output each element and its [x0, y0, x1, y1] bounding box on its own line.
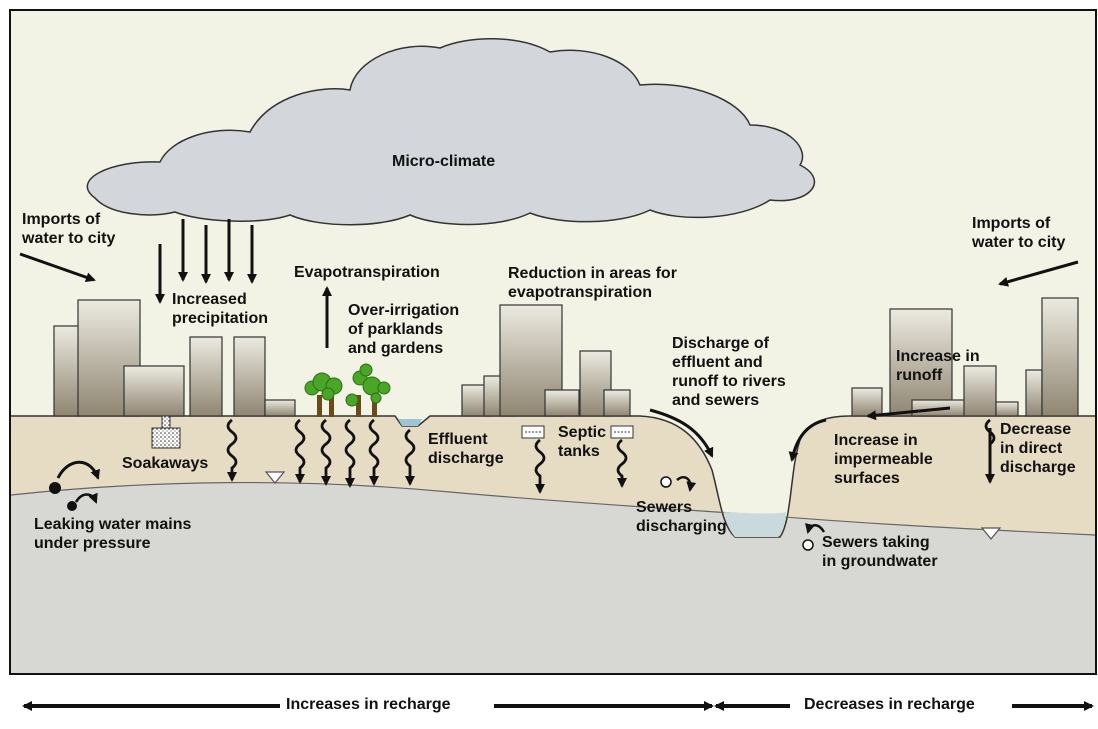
imports-right-label: Imports of water to city — [972, 214, 1065, 252]
label-line: Over-irrigation — [348, 302, 460, 319]
increases-recharge-label: Increases in recharge — [280, 696, 457, 714]
pond-water — [398, 419, 422, 426]
building — [963, 365, 997, 417]
label-line: discharge — [428, 450, 504, 467]
label-line: Sewers — [636, 499, 693, 516]
leak-arrow — [74, 492, 98, 504]
building — [1041, 297, 1079, 417]
label-line: runoff — [896, 367, 943, 384]
sewer-infiltration-arrow — [805, 523, 826, 534]
label-line: tanks — [558, 443, 600, 460]
label-line: in groundwater — [822, 553, 938, 570]
label-line: water to city — [22, 230, 116, 247]
label-line: Imports of — [22, 211, 101, 228]
water-main-icon — [49, 482, 61, 494]
effluent-discharge-label: Effluent discharge — [428, 430, 504, 468]
label-line: discharge — [1000, 459, 1076, 476]
recharge-squiggles — [226, 418, 996, 494]
soakaways-label: Soakaways — [122, 455, 209, 472]
soakaway-pit — [151, 427, 181, 449]
soil-zone — [11, 416, 1095, 537]
sewers-taking-groundwater-label: Sewers taking in groundwater — [822, 533, 938, 571]
decreases-recharge-label: Decreases in recharge — [798, 696, 981, 714]
discharge-effluent-label: Discharge of effluent and runoff to rive… — [672, 334, 786, 410]
label-line: surfaces — [834, 470, 900, 487]
over-irrigation-label: Over-irrigation of parklands and gardens — [348, 301, 459, 358]
label-line: and gardens — [348, 340, 444, 357]
label-line: Imports of — [972, 215, 1051, 232]
water-main-icon — [67, 501, 77, 511]
building — [544, 389, 580, 417]
water-table-marker-left — [264, 471, 286, 484]
imports-left-label: Imports of water to city — [22, 210, 115, 248]
micro-climate-label: Micro-climate — [392, 153, 496, 170]
building — [499, 304, 563, 417]
building — [233, 336, 266, 417]
sewer-pipe-icon — [802, 539, 814, 551]
building — [889, 308, 953, 417]
label-line: effluent and — [672, 354, 763, 371]
increase-impermeable-label: Increase in impermeable surfaces — [834, 431, 933, 488]
leaking-mains-label: Leaking water mains under pressure — [34, 515, 191, 553]
label-line: and sewers — [672, 392, 760, 409]
label-line: impermeable — [834, 451, 933, 468]
label-line: Discharge of — [672, 335, 769, 352]
cloud — [86, 37, 816, 226]
soakaway-pipe — [161, 415, 171, 429]
septic-tanks-label: Septic tanks — [558, 423, 606, 461]
runoff-arrow-right — [866, 406, 951, 421]
river-water — [724, 512, 786, 537]
building — [1025, 369, 1043, 417]
sewer-discharge-arrow — [676, 476, 697, 492]
building — [851, 387, 883, 417]
precipitation-arrows — [155, 219, 257, 304]
label-line: under pressure — [34, 535, 151, 552]
imports-arrow-right — [998, 260, 1079, 287]
building — [123, 365, 185, 417]
label-line: precipitation — [172, 310, 269, 327]
label-line: Increase in — [896, 348, 980, 365]
label-line: runoff to rivers — [672, 373, 786, 390]
label-line: discharging — [636, 518, 727, 535]
label-line: Leaking water mains — [34, 516, 192, 533]
building — [53, 325, 81, 417]
label-line: water to city — [972, 234, 1066, 251]
reduction-evapotranspiration-label: Reduction in areas for evapotranspiratio… — [508, 264, 677, 302]
building — [995, 401, 1019, 417]
building — [264, 399, 296, 417]
label-line: Reduction in areas for — [508, 265, 677, 282]
water-table-line — [10, 481, 1096, 536]
discharge-arrow — [649, 408, 714, 458]
label-line: Effluent — [428, 431, 488, 448]
label-line: of parklands — [348, 321, 444, 338]
building — [189, 336, 223, 417]
label-line: Increased — [172, 291, 247, 308]
label-line: in direct — [1000, 440, 1063, 457]
label-line: Increase in — [834, 432, 918, 449]
sewer-pipe-icon — [660, 476, 672, 488]
increased-precipitation-label: Increased precipitation — [172, 290, 268, 328]
label-line: Septic — [558, 424, 607, 441]
water-table-marker-right — [980, 527, 1002, 540]
building — [603, 389, 631, 417]
imports-arrow-left — [19, 252, 96, 283]
decrease-direct-discharge-label: Decrease in direct discharge — [1000, 420, 1076, 477]
evapotranspiration-label: Evapotranspiration — [294, 264, 440, 281]
label-line: evapotranspiration — [508, 284, 653, 301]
sewers-discharging-label: Sewers discharging — [636, 498, 727, 536]
increase-runoff-label: Increase in runoff — [896, 347, 980, 385]
leak-arrow — [56, 460, 100, 480]
label-line: Sewers taking — [822, 534, 930, 551]
runoff-to-river-arrow — [788, 418, 827, 462]
label-line: Decrease — [1000, 421, 1072, 438]
trees — [304, 363, 391, 417]
